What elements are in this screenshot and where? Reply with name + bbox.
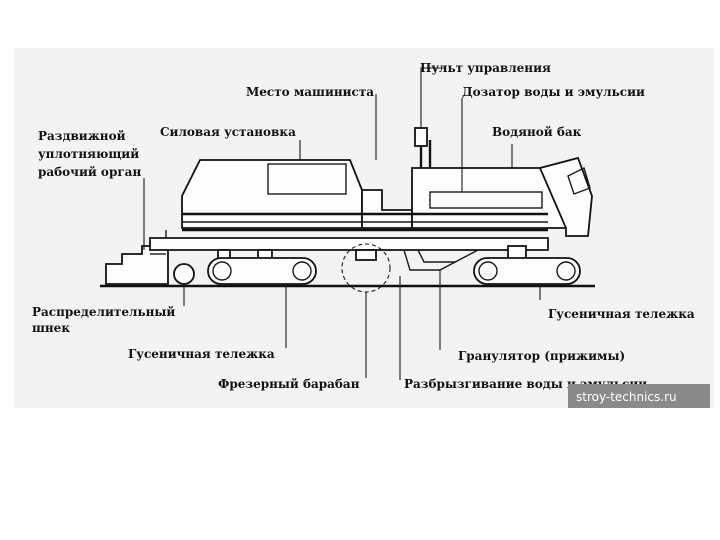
water-tank xyxy=(411,167,568,229)
machine-body xyxy=(100,127,595,293)
label-dosing-unit: Дозатор воды и эмульсии xyxy=(462,85,645,99)
label-control-panel: Пульт управления xyxy=(420,61,551,75)
leader-lines xyxy=(143,67,541,380)
label-water-tank: Водяной бак xyxy=(492,125,582,139)
left-crawler-track xyxy=(207,257,317,285)
watermark-text: stroy-technics.ru xyxy=(576,390,677,404)
label-power-unit: Силовая установка xyxy=(160,125,296,139)
label-compactor-line2: уплотняющий xyxy=(38,147,139,161)
label-granulator: Гранулятор (прижимы) xyxy=(458,349,625,363)
dosing-unit-box xyxy=(429,191,543,209)
label-auger-line2: шнек xyxy=(32,321,70,335)
compaction-block xyxy=(105,245,169,285)
auger-screw xyxy=(173,263,195,285)
label-compactor-line3: рабочий орган xyxy=(38,165,141,179)
chassis-frame xyxy=(149,237,549,251)
label-milling-drum: Фрезерный барабан xyxy=(218,377,360,391)
control-post xyxy=(414,127,428,147)
label-compactor-line1: Раздвижной xyxy=(38,129,126,143)
label-right-track: Гусеничная тележка xyxy=(548,307,695,321)
right-crawler-track xyxy=(473,257,581,285)
front-hood xyxy=(538,156,593,237)
label-operator-place: Место машиниста xyxy=(246,85,374,99)
label-auger-line1: Распределительный xyxy=(32,305,175,319)
watermark: stroy-technics.ru xyxy=(568,384,710,408)
labels: Пульт управления Место машиниста Дозатор… xyxy=(32,61,695,391)
label-left-track: Гусеничная тележка xyxy=(128,347,275,361)
